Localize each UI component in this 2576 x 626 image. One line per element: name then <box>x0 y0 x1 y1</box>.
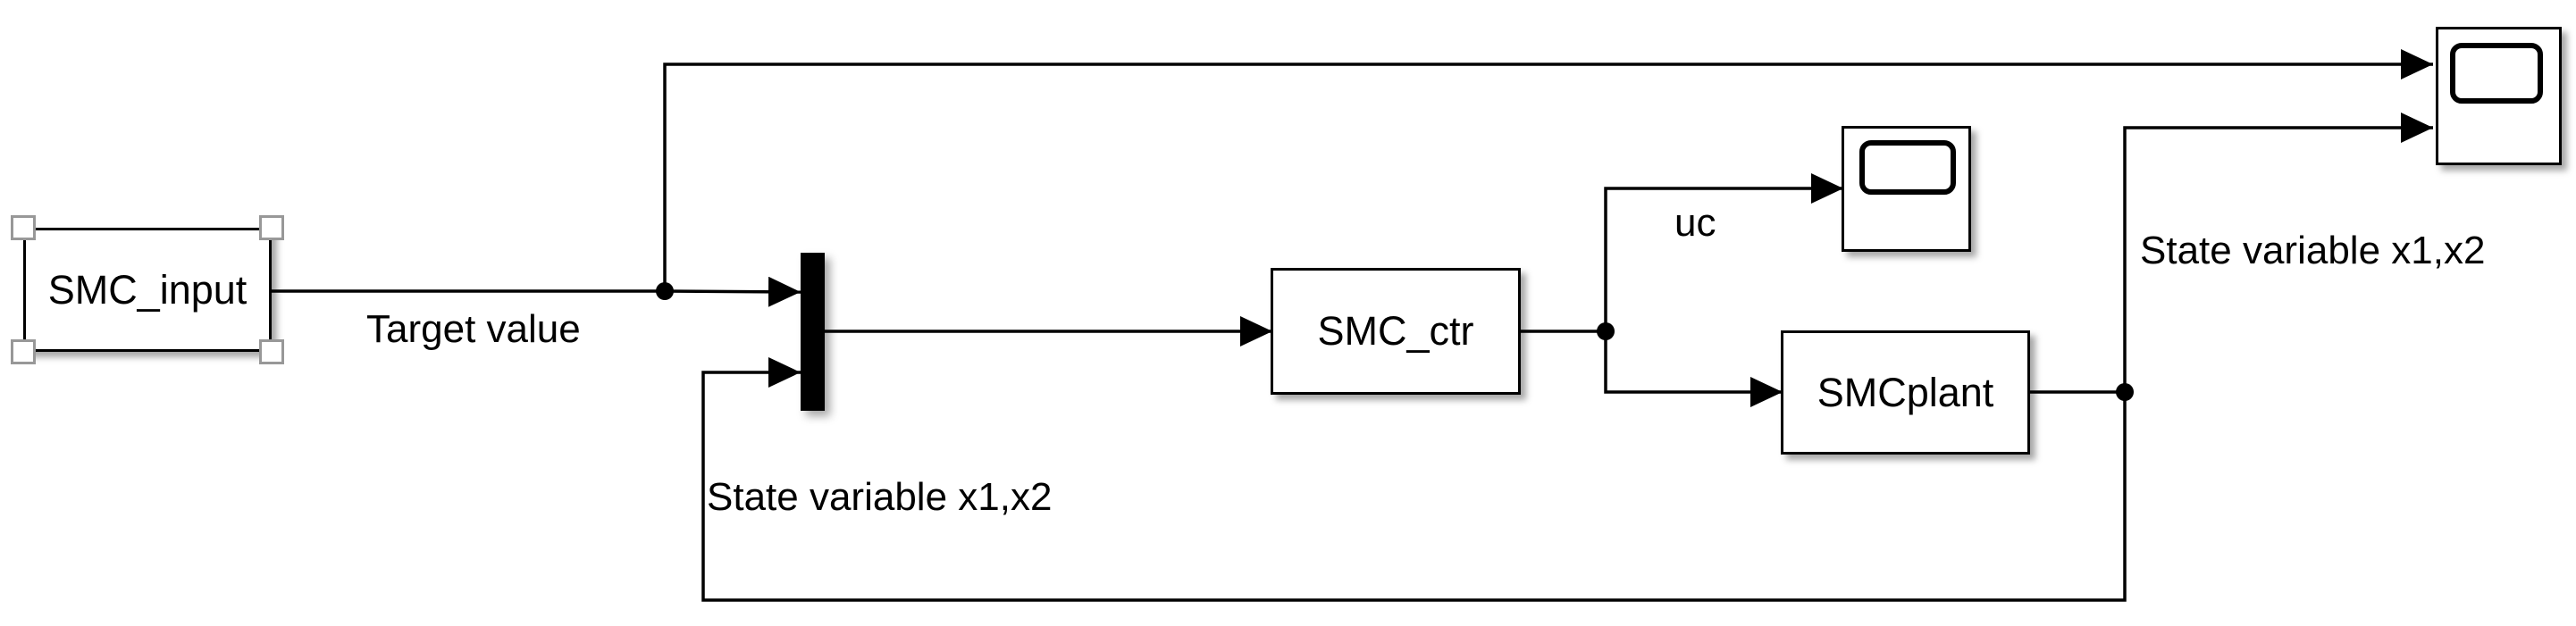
scope-screen-icon <box>2450 43 2543 104</box>
state-variable-left-label[interactable]: State variable x1,x2 <box>707 475 1053 520</box>
wire-target-to-scope[interactable] <box>663 49 2433 291</box>
junction-dot <box>1597 322 1615 340</box>
smc-ctr-label: SMC_ctr <box>1317 308 1474 354</box>
wire-state-to-scope[interactable] <box>2123 113 2433 392</box>
wire-target-to-mux[interactable] <box>664 276 801 307</box>
scope-state-block[interactable] <box>2436 27 2562 165</box>
scope-uc-block[interactable] <box>1842 126 1971 252</box>
target-value-label[interactable]: Target value <box>366 307 581 352</box>
selection-handle-bottom-left[interactable] <box>11 339 36 364</box>
wire-ctr-to-plant[interactable] <box>1604 331 1783 407</box>
scope-screen-icon <box>1859 140 1956 195</box>
selection-handle-top-right[interactable] <box>259 215 284 240</box>
smc-input-block[interactable]: SMC_input <box>23 228 272 352</box>
selection-handle-top-left[interactable] <box>11 215 36 240</box>
junction-dot <box>656 282 674 300</box>
mux-block[interactable] <box>801 253 825 411</box>
smc-plant-label: SMCplant <box>1817 369 1994 415</box>
wire-uc-to-scope[interactable] <box>1604 173 1843 331</box>
smc-plant-block[interactable]: SMCplant <box>1781 330 2030 455</box>
selection-handle-bottom-right[interactable] <box>259 339 284 364</box>
uc-label[interactable]: uc <box>1674 201 1716 246</box>
smc-ctr-block[interactable]: SMC_ctr <box>1271 268 1521 395</box>
state-variable-right-label[interactable]: State variable x1,x2 <box>2140 229 2486 273</box>
junction-dot <box>2116 383 2134 401</box>
wire-state-feedback[interactable] <box>701 357 2127 602</box>
smc-input-label: SMC_input <box>47 266 248 313</box>
